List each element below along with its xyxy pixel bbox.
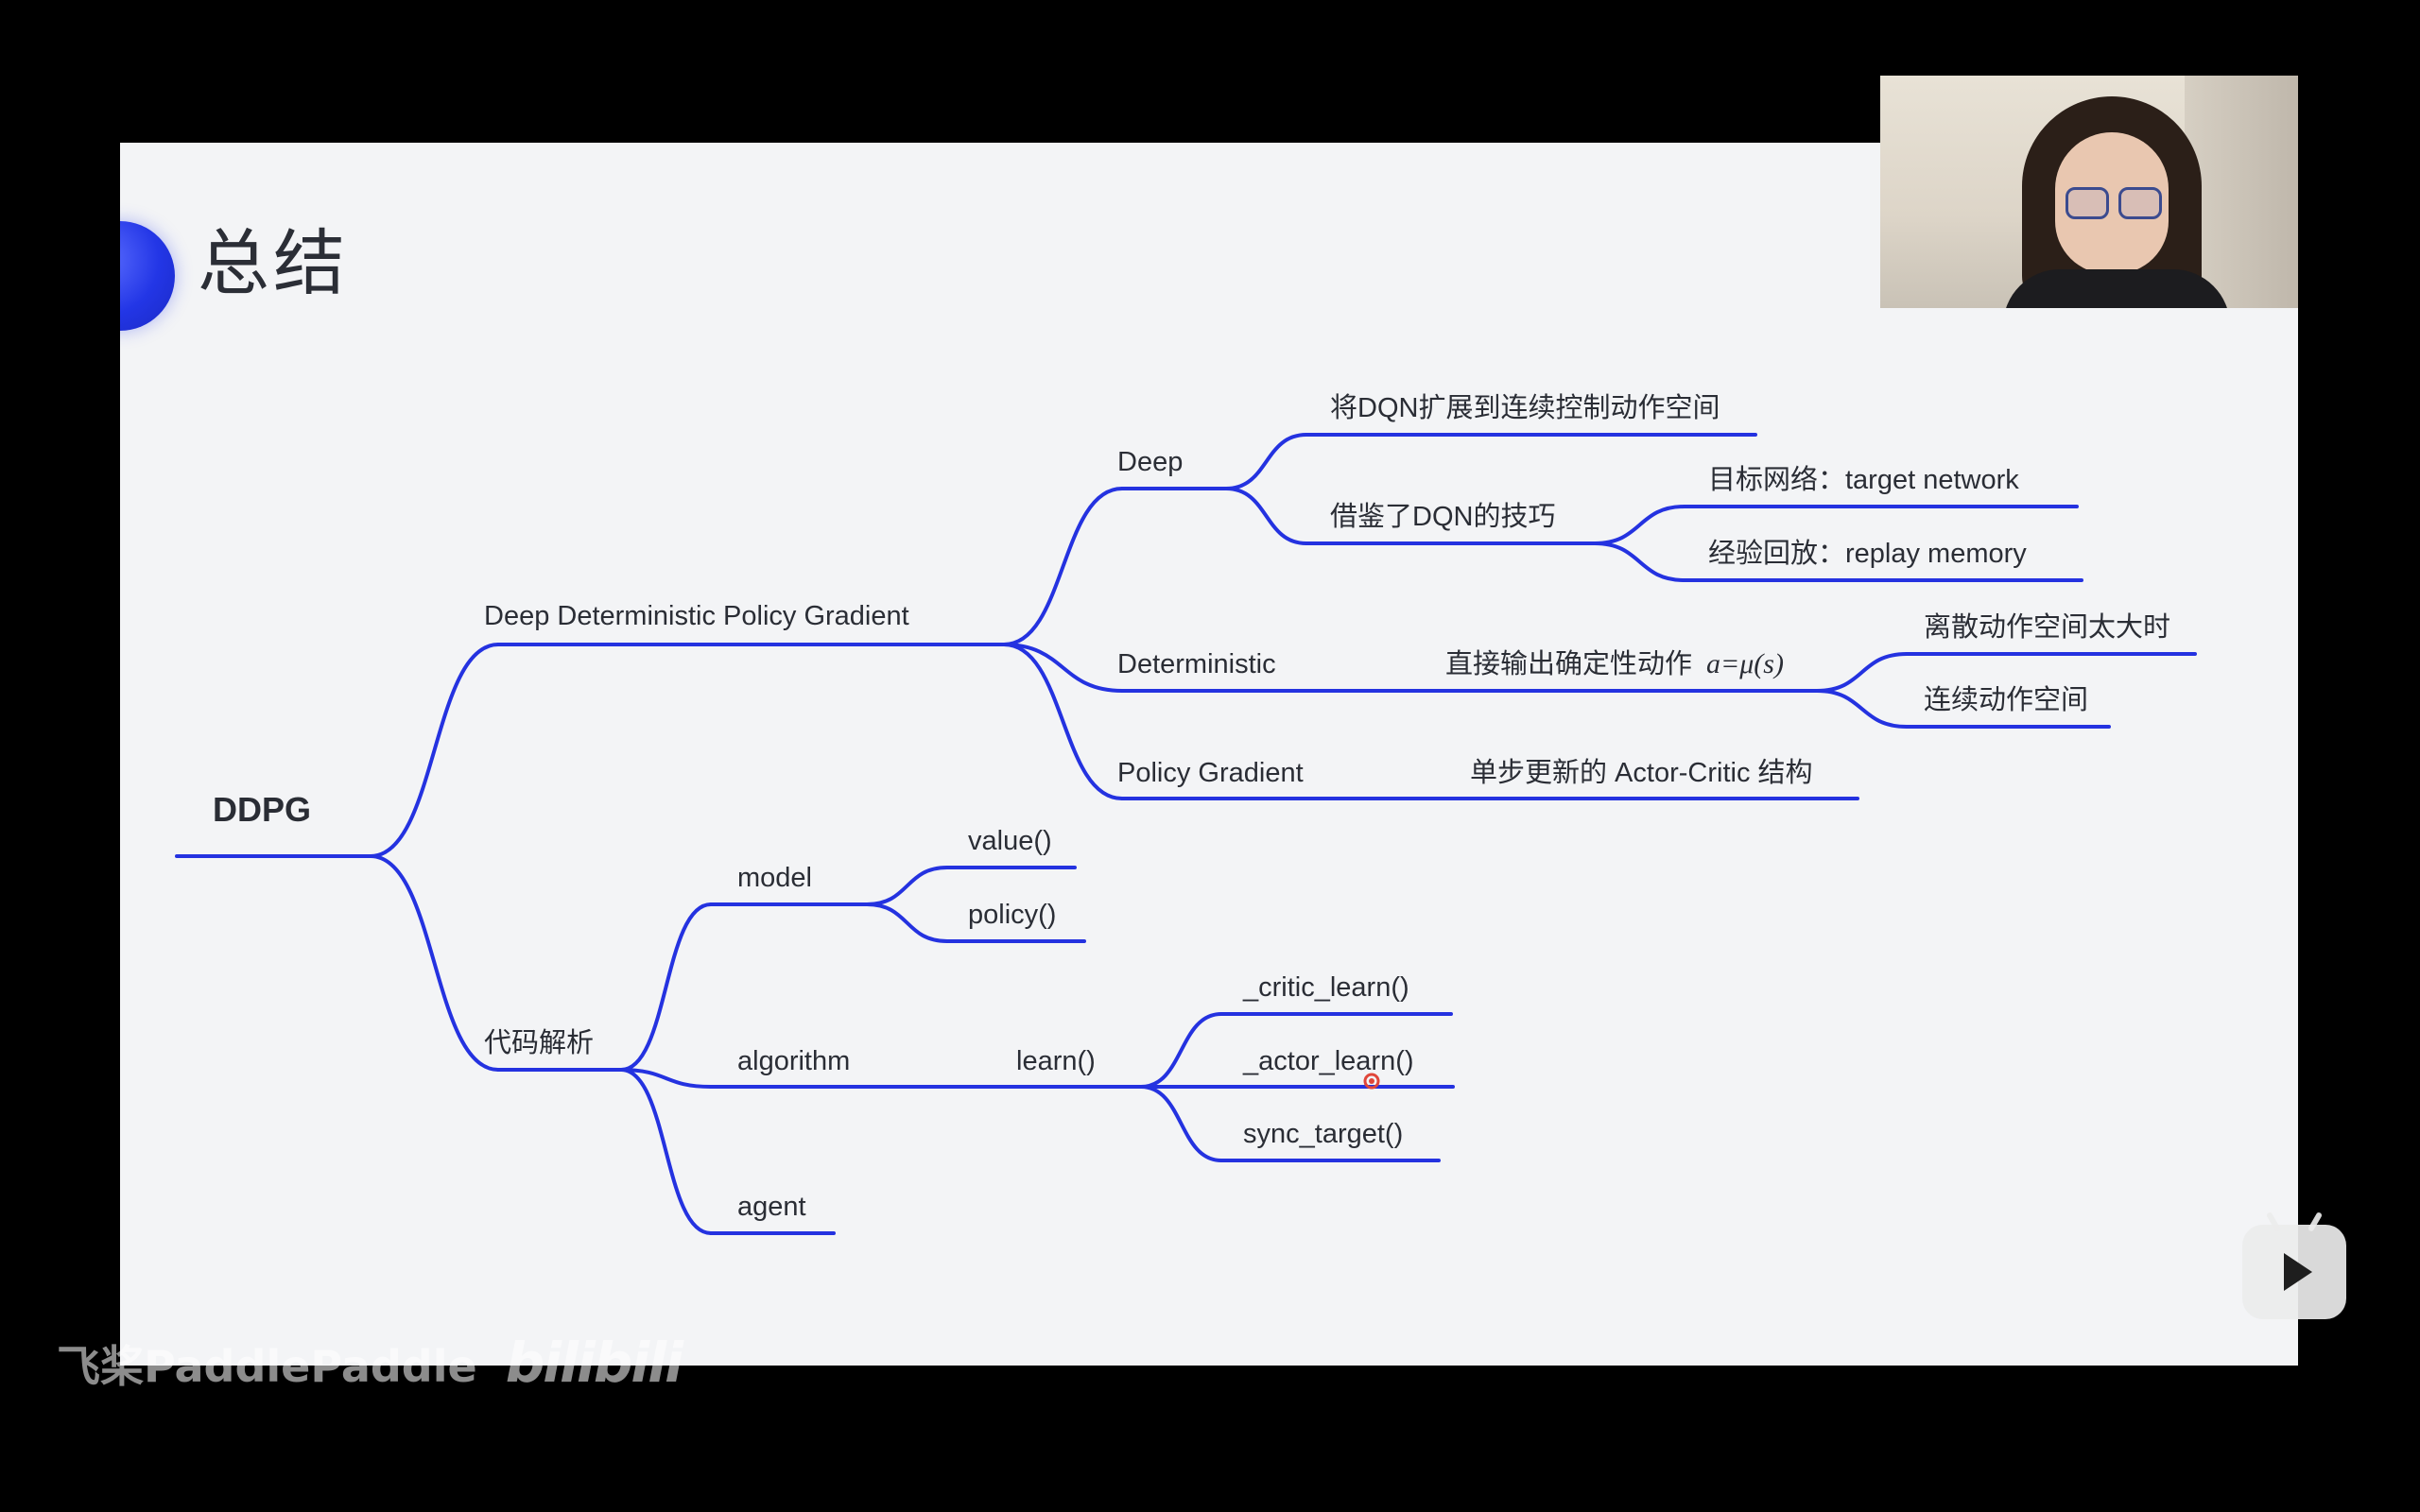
node-value-fn: value() xyxy=(968,826,1052,856)
node-sync-target: sync_target() xyxy=(1243,1119,1403,1149)
node-policy-fn: policy() xyxy=(968,900,1056,930)
node-single-step: 单步更新的 Actor-Critic 结构 xyxy=(1470,757,1813,788)
node-algorithm: algorithm xyxy=(737,1046,850,1076)
watermark-brand: 飞桨PaddlePaddle xyxy=(57,1341,477,1392)
slide: 总结 xyxy=(120,143,2298,1366)
edge-replay-memory xyxy=(1593,541,1686,582)
edge-root-ddpg-full xyxy=(369,643,500,858)
edge-to-model xyxy=(619,902,713,1072)
edge-deep-extend xyxy=(1224,433,1308,490)
bilibili-tv-play-icon[interactable] xyxy=(2242,1211,2346,1319)
mindmap: DDPG Deep Deterministic Policy Gradient … xyxy=(175,392,2197,1235)
edge-sync-target xyxy=(1139,1085,1223,1162)
presenter-body xyxy=(2003,269,2230,308)
pointer-cursor-core xyxy=(1369,1078,1374,1084)
node-ddpg-full: Deep Deterministic Policy Gradient xyxy=(484,601,909,631)
edge-policy-fn xyxy=(865,902,949,943)
node-code-analysis: 代码解析 xyxy=(484,1027,594,1058)
pointer-cursor-icon xyxy=(1363,1073,1380,1090)
edge-to-policy-gradient xyxy=(1002,643,1124,800)
node-target-network: 目标网络：target network xyxy=(1708,464,2019,495)
edge-to-deterministic xyxy=(1002,643,1124,693)
edge-to-agent xyxy=(619,1068,713,1235)
edge-deep-borrow xyxy=(1224,487,1308,545)
edge-to-algorithm xyxy=(619,1068,713,1089)
node-det-output: 直接输出确定性动作 xyxy=(1445,648,1692,679)
play-triangle-icon xyxy=(2284,1253,2312,1291)
glasses-right xyxy=(2118,187,2162,219)
node-deterministic: Deterministic xyxy=(1117,649,1276,679)
node-learn-fn: learn() xyxy=(1016,1046,1096,1076)
node-root: DDPG xyxy=(213,790,311,829)
node-discrete-large: 离散动作空间太大时 xyxy=(1924,611,2170,643)
node-replay-memory: 经验回放：replay memory xyxy=(1708,538,2027,569)
edge-critic-learn xyxy=(1139,1012,1223,1089)
presenter-webcam xyxy=(1880,76,2298,308)
webcam-background xyxy=(2185,76,2298,308)
watermark: 飞桨PaddlePaddle bilibili xyxy=(57,1331,683,1395)
edge-value-fn xyxy=(865,866,949,906)
glasses-left xyxy=(2066,187,2109,219)
node-deep-borrow: 借鉴了DQN的技巧 xyxy=(1330,501,1555,532)
edge-to-deep xyxy=(1002,487,1124,646)
node-det-formula: a=μ(s) xyxy=(1706,648,1784,679)
node-critic-learn: _critic_learn() xyxy=(1242,972,1409,1003)
edge-root-code xyxy=(369,854,500,1072)
node-agent: agent xyxy=(737,1192,806,1222)
edge-continuous-space xyxy=(1815,689,1909,729)
node-deep: Deep xyxy=(1117,447,1183,477)
edge-discrete-large xyxy=(1815,652,1909,693)
tv-antenna-right xyxy=(2307,1211,2324,1233)
node-continuous-space: 连续动作空间 xyxy=(1924,684,2088,715)
watermark-site-logo: bilibili xyxy=(505,1331,683,1395)
node-policy-gradient: Policy Gradient xyxy=(1117,758,1304,788)
slide-title: 总结 xyxy=(198,221,349,305)
node-actor-learn: _actor_learn() xyxy=(1242,1046,1414,1076)
presenter-face xyxy=(2055,132,2169,274)
node-deep-extend: 将DQN扩展到连续控制动作空间 xyxy=(1330,392,1720,423)
node-model: model xyxy=(737,863,812,893)
edge-target-network xyxy=(1593,505,1686,545)
